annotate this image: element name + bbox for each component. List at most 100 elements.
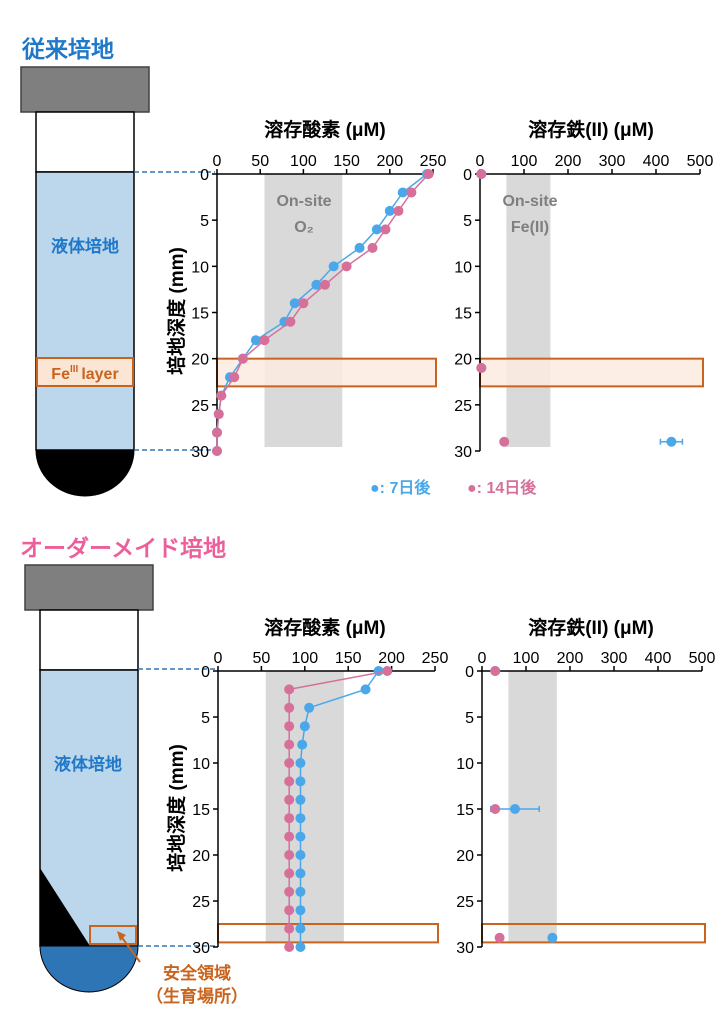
x-tick-label: 300 — [599, 153, 626, 170]
data-point — [284, 905, 295, 916]
x-tick-label: 0 — [213, 153, 222, 170]
band-label-iron-species: Fe(II) — [511, 219, 549, 236]
data-point — [289, 298, 300, 309]
y-tick-label: 5 — [200, 213, 209, 230]
tube-bottom-solid — [39, 945, 139, 993]
data-point — [371, 224, 382, 235]
x-tick-label: 50 — [251, 153, 269, 170]
tube-headspace — [35, 111, 135, 173]
data-point — [284, 923, 295, 934]
data-point — [510, 804, 520, 814]
data-point — [354, 242, 365, 253]
tube-bottom-solid — [35, 449, 135, 497]
data-point — [284, 794, 295, 805]
y-tick-label: 10 — [192, 756, 210, 773]
data-point — [284, 684, 295, 695]
data-point — [384, 205, 395, 216]
series-14day — [212, 169, 434, 456]
y-tick-label: 20 — [454, 352, 472, 369]
section-title-conventional: 従来培地 — [22, 37, 114, 63]
x-tick-label: 500 — [689, 650, 716, 667]
y-axis-label: 培地深度 (mm) — [165, 744, 188, 872]
y-tick-label: 30 — [456, 940, 474, 957]
oxygen-plot-title: 溶存酸素 (μM) — [264, 616, 385, 639]
data-point — [499, 436, 510, 447]
y-axis-label: 培地深度 (mm) — [165, 247, 188, 375]
x-tick-label: 300 — [601, 650, 628, 667]
x-tick-label: 200 — [555, 153, 582, 170]
data-point — [284, 721, 295, 732]
onsite-band — [265, 671, 344, 943]
data-point — [476, 169, 487, 179]
x-tick-label: 500 — [687, 153, 714, 170]
tube-liquid-label: 液体培地 — [54, 754, 122, 774]
fe-layer-box — [36, 357, 134, 387]
data-point — [295, 868, 306, 879]
data-point — [490, 666, 501, 676]
data-point — [393, 205, 404, 216]
series-line — [299, 670, 380, 947]
y-tick-label: 15 — [454, 306, 472, 323]
x-tick-label: 100 — [290, 153, 317, 170]
data-point — [494, 932, 505, 943]
data-point — [212, 427, 222, 438]
y-tick-label: 10 — [454, 259, 472, 276]
safe-zone-arrowhead — [117, 931, 126, 941]
oxygen-plot-title: 溶存酸素 (μM) — [264, 118, 385, 141]
band-label-oxygen: On-site — [276, 193, 331, 210]
y-tick-label: 20 — [192, 848, 210, 865]
y-tick-label: 5 — [465, 710, 474, 727]
data-point — [295, 923, 306, 934]
band-label-iron: On-site — [502, 193, 557, 210]
data-point — [284, 868, 295, 879]
data-point — [382, 666, 393, 676]
data-point — [295, 776, 306, 787]
safe-zone-box — [89, 925, 137, 945]
data-point — [295, 942, 306, 952]
series-line — [288, 670, 388, 947]
x-tick-label: 0 — [476, 153, 485, 170]
x-tick-label: 0 — [214, 650, 223, 667]
series-14day — [476, 169, 510, 447]
iron-plot-title: 溶存鉄(II) (μM) — [528, 616, 654, 639]
tube-cap — [24, 564, 154, 611]
y-tick-label: 30 — [454, 444, 472, 461]
data-point — [284, 739, 295, 750]
x-tick-label: 150 — [335, 650, 362, 667]
y-tick-label: 5 — [463, 213, 472, 230]
data-point — [298, 298, 309, 309]
data-point — [320, 279, 330, 290]
x-tick-label: 200 — [557, 650, 584, 667]
x-tick-label: 200 — [376, 153, 403, 170]
legend-14day: ●: 14日後 — [467, 478, 537, 497]
data-point — [360, 684, 371, 695]
data-point — [311, 279, 322, 290]
data-point — [547, 932, 558, 943]
data-point — [423, 169, 434, 179]
data-point — [284, 850, 295, 860]
data-point — [284, 942, 295, 952]
data-point — [299, 721, 310, 732]
data-point — [213, 409, 224, 420]
y-tick-label: 15 — [456, 802, 474, 819]
series-7day — [295, 666, 384, 952]
tube-cap — [20, 66, 150, 113]
legend-7day: ●: 7日後 — [370, 478, 431, 497]
x-tick-label: 400 — [645, 650, 672, 667]
depth-highlight-box — [479, 357, 704, 388]
data-point — [304, 702, 315, 713]
data-point — [284, 831, 295, 842]
safe-zone-sublabel: （生育場所） — [146, 986, 248, 1006]
data-point — [216, 390, 227, 401]
y-tick-label: 25 — [454, 398, 472, 415]
data-point — [666, 436, 677, 447]
data-point — [250, 335, 261, 346]
data-point — [397, 187, 408, 198]
tube-headspace — [39, 609, 139, 671]
data-point — [341, 261, 352, 272]
tube-slant-solid — [40, 868, 90, 946]
